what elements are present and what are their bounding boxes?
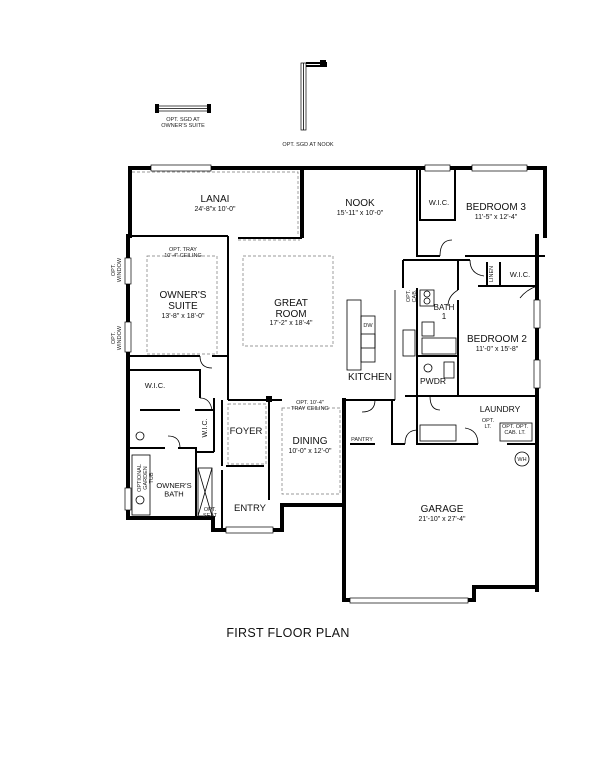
room-dims-nook: 15'-11" x 10'-0": [337, 210, 384, 217]
room-name-lanai: LANAI: [201, 194, 230, 205]
opt-seat: OPT.SEAT: [203, 507, 218, 519]
room-name-nook: NOOK: [345, 198, 375, 209]
opt-cab: OPT.CAB.: [406, 289, 418, 302]
room-dims-great-room: 17'-2" x 18'-4": [269, 320, 313, 327]
room-name-dining: DINING: [293, 436, 328, 447]
water-heater: WH: [517, 457, 526, 463]
room-dims-dining: 10'-0" x 12'-0": [288, 448, 332, 455]
room-name-wic-bed3: W.I.C.: [429, 198, 449, 207]
dashed-outlines: [132, 171, 341, 495]
exterior-windows: [124, 164, 541, 604]
linen-bath: LINEN: [489, 266, 495, 282]
plan-title: FIRST FLOOR PLAN: [226, 626, 349, 640]
room-name-wic-bed2: W.I.C.: [510, 270, 530, 279]
opt-laundry-lt: OPT.LT.: [482, 418, 495, 430]
room-name-pantry: PANTRY: [351, 437, 373, 443]
dishwasher: DW: [363, 323, 373, 329]
room-dims-bedroom2: 11'-0" x 15'-8": [476, 346, 519, 353]
opt-sgd-owners-suite: [155, 104, 211, 113]
room-name-bedroom3: BEDROOM 3: [466, 202, 526, 213]
opt-laundry-cab: OPT. OPT.CAB. LT.: [502, 424, 528, 436]
opt-window-top: OPT.WINDOW: [111, 257, 123, 282]
room-name-wic-owner1: W.I.C.: [145, 381, 165, 390]
opt-tray-dining: OPT. 10'-4"TRAY CEILING: [291, 400, 329, 412]
room-name-kitchen: KITCHEN: [348, 372, 392, 383]
room-dims-lanai: 24'-8"x 10'-0": [194, 206, 236, 213]
interior-walls: [128, 170, 545, 530]
exterior-walls: [126, 166, 547, 602]
room-name-wic-owner2: W.I.C.: [202, 418, 209, 437]
room-name-foyer: FOYER: [230, 426, 263, 437]
opt-window-bottom: OPT.WINDOW: [111, 325, 123, 350]
door-swings: [167, 239, 538, 449]
owners-bath-fixture-note: OPTIONALGARDENTUB: [137, 464, 155, 492]
bath-fixtures: [131, 289, 533, 517]
kitchen-island: [346, 290, 416, 400]
room-name-bedroom2: BEDROOM 2: [467, 334, 527, 345]
opt-sgd-nook: [300, 60, 327, 131]
opt-sgd-nook-label: OPT. SGD AT NOOK: [282, 142, 333, 148]
room-dims-garage: 21'-10" x 27'-4": [419, 516, 466, 523]
room-name-entry: ENTRY: [234, 503, 267, 514]
room-name-pwdr: PWDR: [420, 376, 446, 386]
room-name-garage: GARAGE: [421, 504, 464, 515]
room-name-laundry: LAUNDRY: [480, 404, 521, 414]
room-dims-owners-suite: 13'-8" x 18'-0": [161, 313, 205, 320]
room-dims-bedroom3: 11'-5" x 12'-4": [475, 214, 518, 221]
